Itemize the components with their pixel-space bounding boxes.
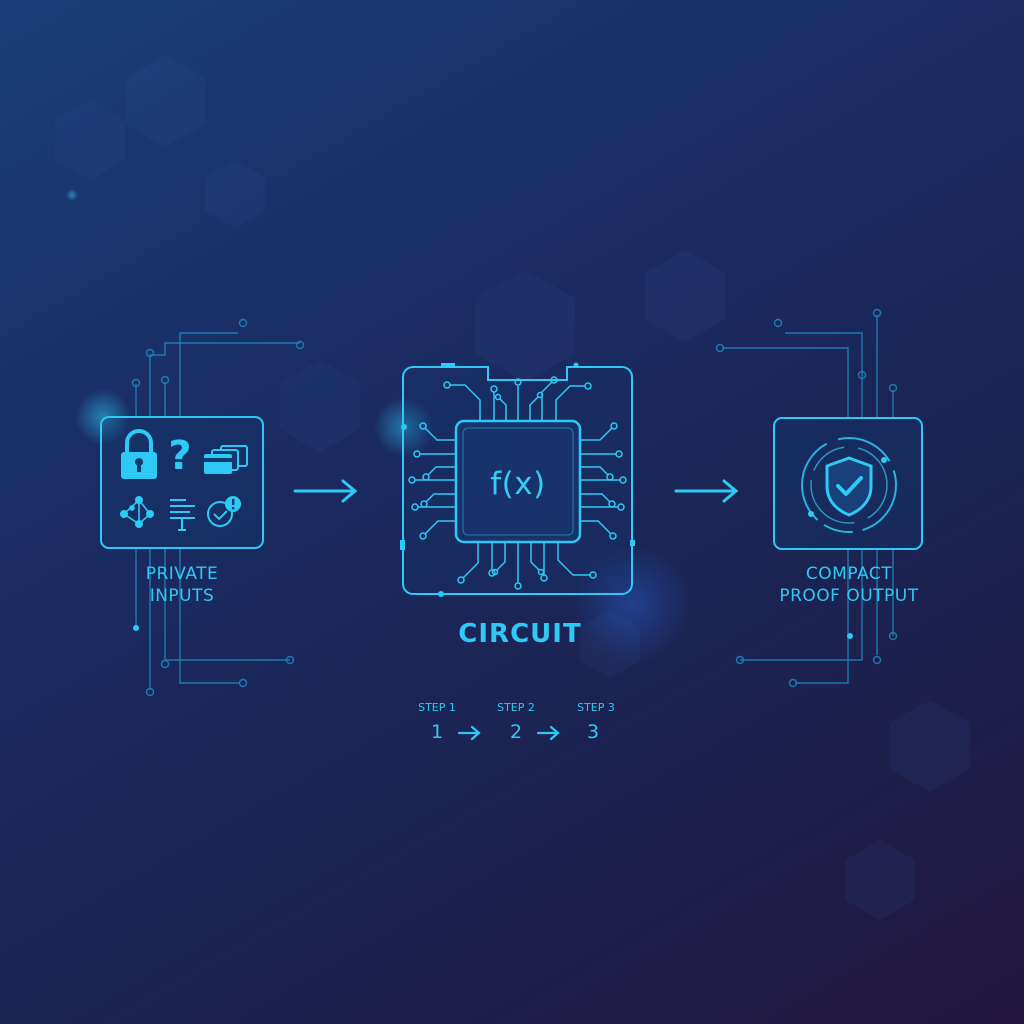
- step-1-number: 1: [430, 721, 444, 743]
- lock-icon: [121, 429, 157, 479]
- step-2-label: STEP 2: [497, 701, 535, 714]
- step-3-label: STEP 3: [577, 701, 615, 714]
- svg-text:?: ?: [168, 433, 191, 479]
- arrow-inputs-to-circuit: [293, 479, 358, 503]
- right-circuit-traces: [715, 308, 898, 688]
- private-inputs-label-line-2: INPUTS: [149, 586, 215, 606]
- step-arrows: [457, 725, 560, 741]
- step-3-number: 3: [586, 721, 600, 743]
- proof-output-label-line-2: PROOF OUTPUT: [779, 586, 919, 606]
- question-mark-icon: ?: [168, 433, 191, 479]
- step-2-number: 2: [509, 721, 523, 743]
- proof-output-box: [773, 417, 923, 550]
- circuit-label: CIRCUIT: [458, 619, 582, 649]
- circuit-chip-icon: [400, 362, 635, 597]
- private-inputs-label-line-1: PRIVATE: [145, 564, 219, 584]
- private-inputs-label: PRIVATE INPUTS: [62, 563, 302, 607]
- clock-alert-icon: [207, 496, 241, 527]
- document-lines-icon: [170, 499, 195, 531]
- cards-icon: [204, 445, 248, 474]
- network-graph-icon: [120, 495, 155, 528]
- proof-output-label-line-1: COMPACT: [805, 564, 893, 584]
- chip-function-text: f(x): [490, 466, 546, 502]
- left-circuit-traces: [131, 318, 305, 697]
- private-inputs-box: ?: [100, 416, 264, 549]
- shield-check-icon: [801, 437, 897, 533]
- proof-output-label: COMPACT PROOF OUTPUT: [728, 563, 970, 607]
- step-1-label: STEP 1: [418, 701, 456, 714]
- arrow-circuit-to-proof: [674, 479, 739, 503]
